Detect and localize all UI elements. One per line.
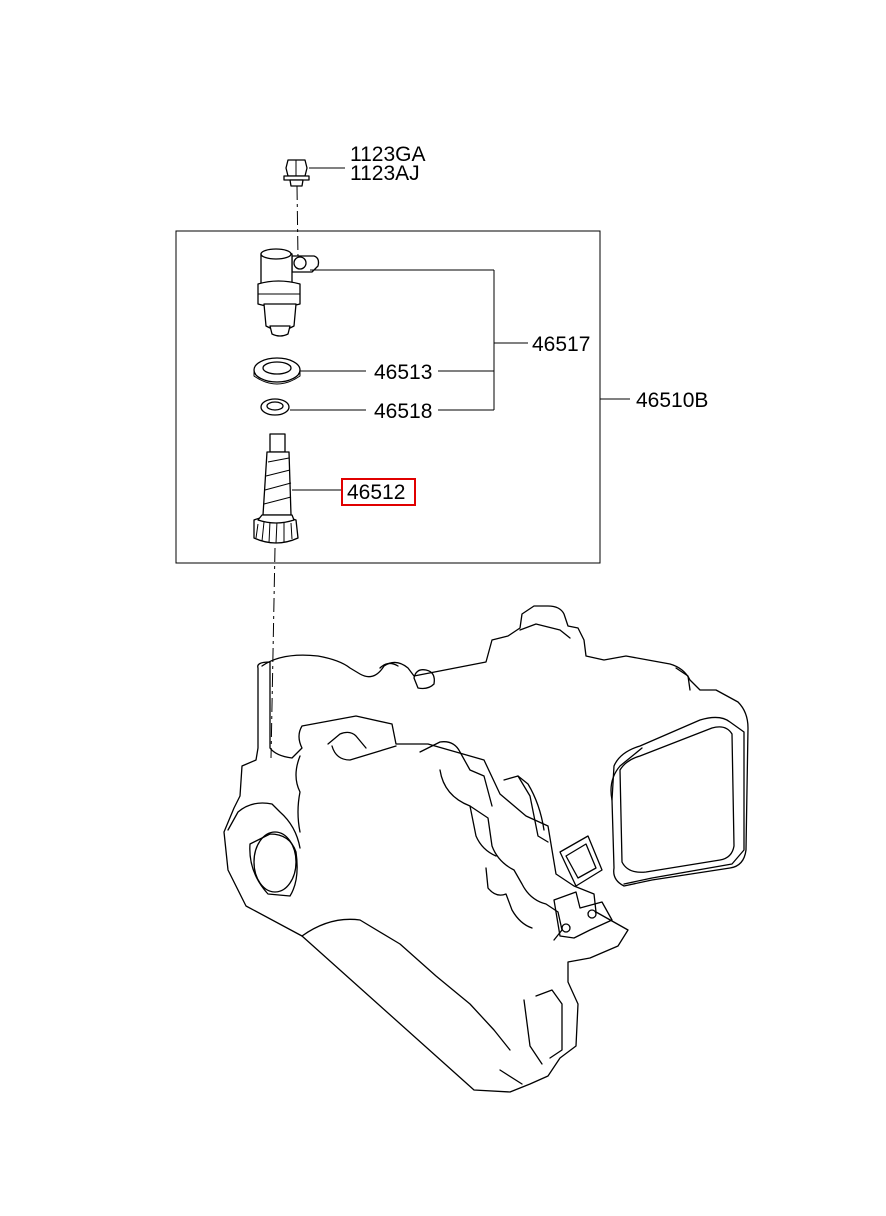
transmission-housing-icon xyxy=(223,605,749,1093)
seal-icon[interactable] xyxy=(260,398,290,416)
label-1123aj[interactable]: 1123AJ xyxy=(350,162,420,185)
leader-lines xyxy=(290,269,630,491)
alignment-line-bottom xyxy=(270,547,276,759)
bolt-icon[interactable] xyxy=(283,159,310,187)
speed-sensor-icon[interactable] xyxy=(257,248,320,337)
label-46517[interactable]: 46517 xyxy=(532,333,590,356)
label-46512[interactable]: 46512 xyxy=(347,481,405,504)
kit-boundary-box xyxy=(175,230,601,564)
highlight-box xyxy=(341,478,416,506)
alignment-line-top xyxy=(296,185,299,259)
label-46513[interactable]: 46513 xyxy=(374,361,432,384)
label-46518[interactable]: 46518 xyxy=(374,400,432,423)
o-ring-icon[interactable] xyxy=(253,357,301,385)
driven-gear-icon[interactable] xyxy=(253,433,299,544)
label-46510b[interactable]: 46510B xyxy=(636,389,708,412)
label-1123ga[interactable]: 1123GA xyxy=(350,143,426,166)
